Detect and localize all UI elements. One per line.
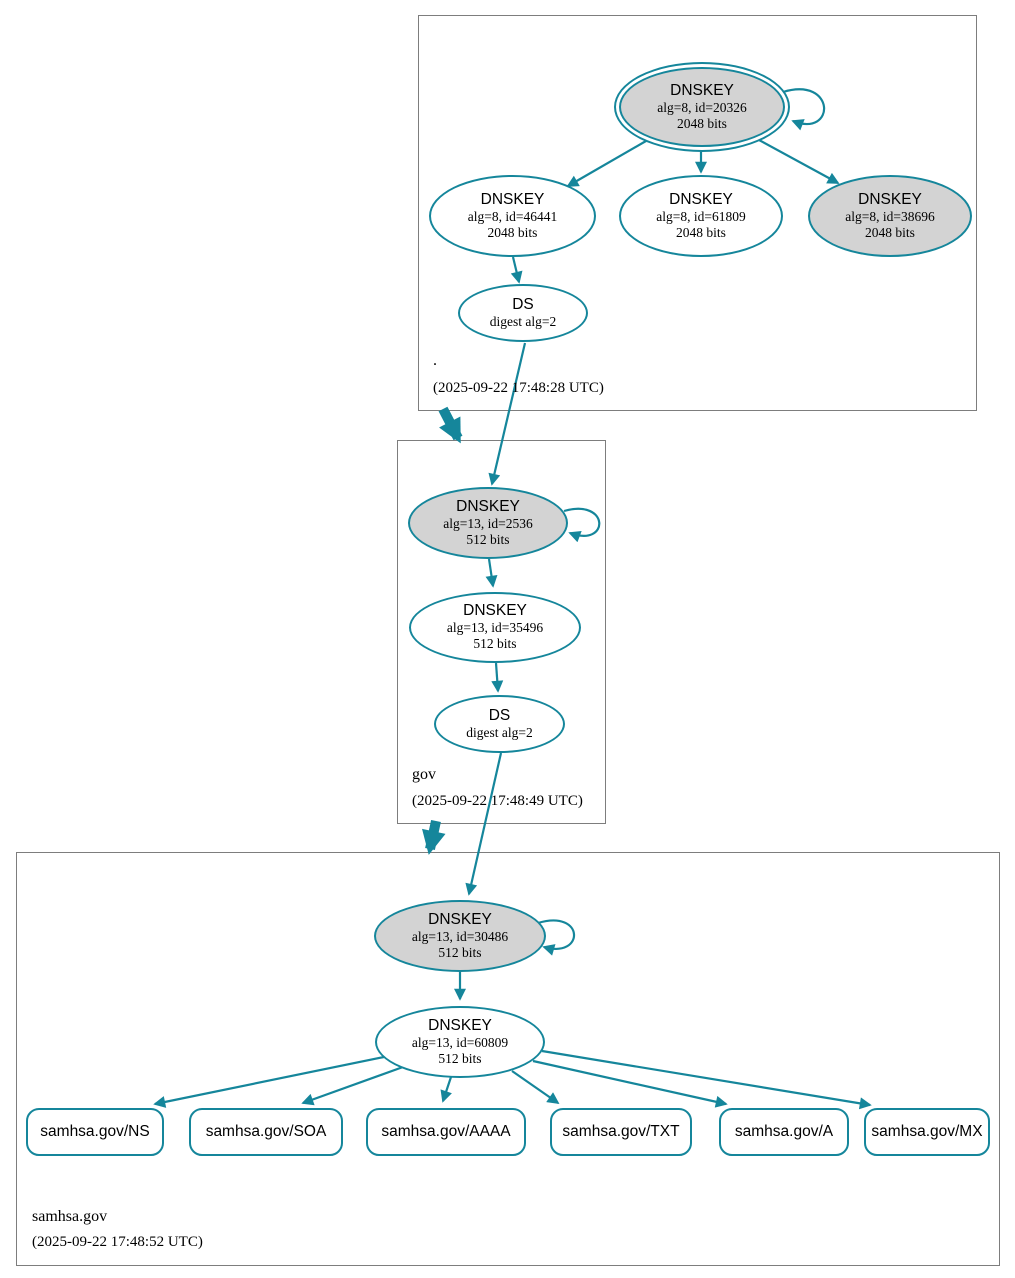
node-gov-zsk-35496[interactable]: DNSKEY alg=13, id=35496 512 bits <box>409 592 581 663</box>
zone-box-root <box>418 15 977 411</box>
node-alg-id: alg=8, id=38696 <box>845 208 935 224</box>
node-title: DNSKEY <box>428 1016 492 1034</box>
node-title: DNSKEY <box>456 497 520 515</box>
node-alg-id: alg=13, id=60809 <box>411 1034 509 1050</box>
rrset-samhsa-aaaa[interactable]: samhsa.gov/AAAA <box>366 1108 526 1156</box>
node-bits: 512 bits <box>473 636 517 652</box>
node-alg-id: alg=13, id=30486 <box>411 928 509 944</box>
node-title: DNSKEY <box>670 81 734 99</box>
node-bits: 2048 bits <box>865 224 915 240</box>
node-title: DS <box>488 707 511 724</box>
rrset-samhsa-soa[interactable]: samhsa.gov/SOA <box>189 1108 343 1156</box>
rrset-samhsa-a[interactable]: samhsa.gov/A <box>719 1108 849 1156</box>
node-bits: 512 bits <box>438 1050 482 1066</box>
zone-label-root: . <box>433 352 437 369</box>
node-title: DNSKEY <box>480 190 545 208</box>
zone-timestamp-root: (2025-09-22 17:48:28 UTC) <box>433 380 604 396</box>
rrset-samhsa-txt[interactable]: samhsa.gov/TXT <box>550 1108 692 1156</box>
node-digest: digest alg=2 <box>489 313 557 329</box>
node-bits: 2048 bits <box>676 224 726 240</box>
node-root-zsk-46441[interactable]: DNSKEY alg=8, id=46441 2048 bits <box>429 175 596 257</box>
node-gov-ksk-2536[interactable]: DNSKEY alg=13, id=2536 512 bits <box>408 487 568 559</box>
node-alg-id: alg=13, id=2536 <box>443 515 533 531</box>
node-digest: digest alg=2 <box>466 724 533 740</box>
node-alg-id: alg=8, id=20326 <box>657 99 747 115</box>
node-gov-ds[interactable]: DS digest alg=2 <box>434 695 565 753</box>
node-root-ksk-20326[interactable]: DNSKEY alg=8, id=20326 2048 bits <box>614 62 790 152</box>
node-alg-id: alg=8, id=61809 <box>656 208 746 224</box>
zone-label-gov: gov <box>412 766 436 783</box>
node-samhsa-ksk-30486[interactable]: DNSKEY alg=13, id=30486 512 bits <box>374 900 546 972</box>
node-root-ksk-20326-inner: DNSKEY alg=8, id=20326 2048 bits <box>619 67 785 147</box>
zone-timestamp-samhsa: (2025-09-22 17:48:52 UTC) <box>32 1234 203 1250</box>
zone-label-samhsa: samhsa.gov <box>32 1208 108 1225</box>
rrset-samhsa-mx[interactable]: samhsa.gov/MX <box>864 1108 990 1156</box>
node-title: DS <box>512 296 534 313</box>
edge-root-zone-to-gov-zone <box>438 406 463 444</box>
node-bits: 2048 bits <box>677 115 727 131</box>
node-alg-id: alg=8, id=46441 <box>467 208 558 224</box>
node-bits: 2048 bits <box>487 224 538 240</box>
node-root-ds[interactable]: DS digest alg=2 <box>458 284 588 342</box>
node-title: DNSKEY <box>669 190 733 208</box>
node-title: DNSKEY <box>463 602 527 620</box>
node-root-zsk-61809[interactable]: DNSKEY alg=8, id=61809 2048 bits <box>619 175 783 257</box>
node-samhsa-zsk-60809[interactable]: DNSKEY alg=13, id=60809 512 bits <box>375 1006 545 1078</box>
node-bits: 512 bits <box>438 944 482 960</box>
node-title: DNSKEY <box>858 190 922 208</box>
node-title: DNSKEY <box>428 910 492 928</box>
node-alg-id: alg=13, id=35496 <box>446 620 544 636</box>
zone-box-samhsa <box>16 852 1000 1266</box>
node-root-ksk-38696[interactable]: DNSKEY alg=8, id=38696 2048 bits <box>808 175 972 257</box>
zone-timestamp-gov: (2025-09-22 17:48:49 UTC) <box>412 793 583 809</box>
rrset-samhsa-ns[interactable]: samhsa.gov/NS <box>26 1108 164 1156</box>
edge-gov-zone-to-samhsa-zone <box>422 819 446 855</box>
node-bits: 512 bits <box>466 531 510 547</box>
